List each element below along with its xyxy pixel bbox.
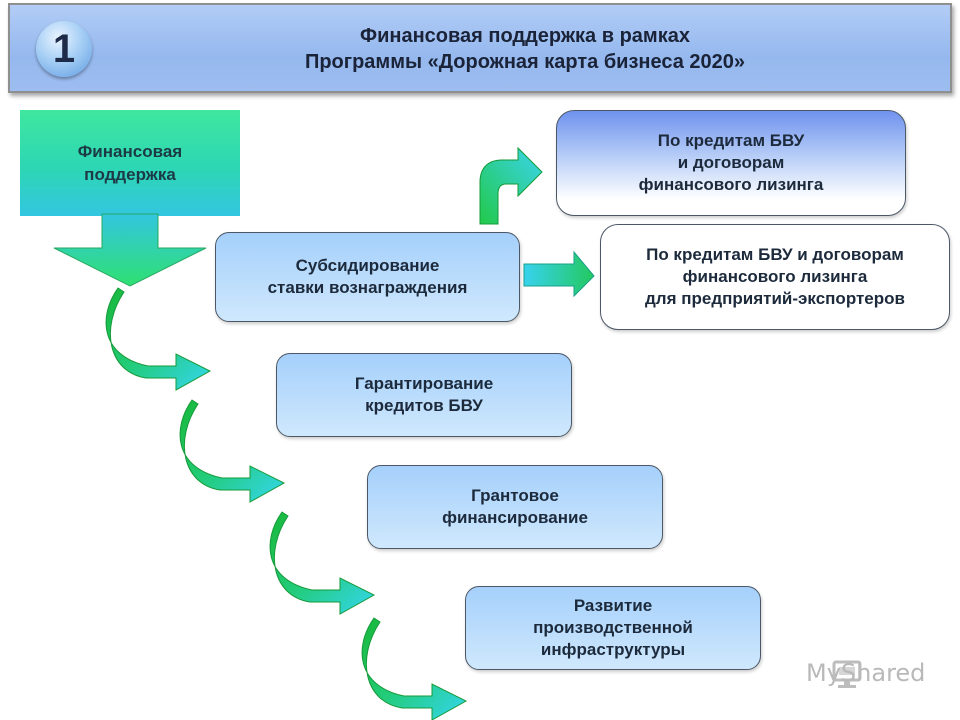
grant-line-1: Грантовое [471,486,559,505]
curved-arrow-icon [105,287,212,391]
branch-2-line-3: для предприятий-экспортеров [645,289,905,308]
branch-2-line-1: По кредитам БВУ и договорам [646,245,904,264]
curved-arrow-icon [269,511,376,615]
branch-1-line-2: и договорам [677,153,785,172]
root-label-line-2: поддержка [84,165,176,184]
branch-2-line-2: финансового лизинга [682,267,868,286]
branch-1-line-1: По кредитам БВУ [657,131,805,150]
page-title-line-1: Финансовая поддержка в рамках [360,25,690,47]
watermark-text: MyShared [806,659,926,687]
slide-number-badge: 1 [36,21,92,77]
root-label-line-1: Финансовая [77,142,183,161]
grant-line-2: финансирование [442,508,588,527]
curved-arrow-icon [361,617,468,720]
branch-1-line-3: финансового лизинга [638,175,824,194]
bank-loans-leasing-box: По кредитам БВУ и договорам финансового … [556,110,906,216]
infra-line-3: инфраструктуры [540,640,686,659]
header-banner: 1 Финансовая поддержка в рамках Программ… [8,3,952,93]
grant-box: Грантовое финансирование [367,465,663,549]
curved-arrow-icon [179,399,286,503]
subsidy-box: Субсидирование ставки вознаграждения [215,232,520,322]
exporters-box: По кредитам БВУ и договорам финансового … [600,224,950,330]
subsidy-line-2: ставки вознаграждения [267,278,468,297]
bent-up-arrow-icon [479,146,543,225]
infra-line-1: Развитие [573,596,653,615]
guarantee-line-1: Гарантирование [354,374,494,393]
root-down-arrow-icon [53,213,207,287]
root-block-label: Финансовая поддержка [20,140,240,186]
right-arrow-icon [523,250,595,298]
infra-line-2: производственной [533,618,693,637]
infrastructure-box: Развитие производственной инфраструктуры [465,586,761,670]
page-title: Финансовая поддержка в рамках Программы … [130,23,920,75]
page-title-line-2: Программы «Дорожная карта бизнеса 2020» [304,51,746,73]
guarantee-box: Гарантирование кредитов БВУ [276,353,572,437]
watermark-logo-icon [832,660,862,688]
subsidy-line-1: Субсидирование [295,256,440,275]
root-block [20,110,240,216]
guarantee-line-2: кредитов БВУ [365,396,483,415]
